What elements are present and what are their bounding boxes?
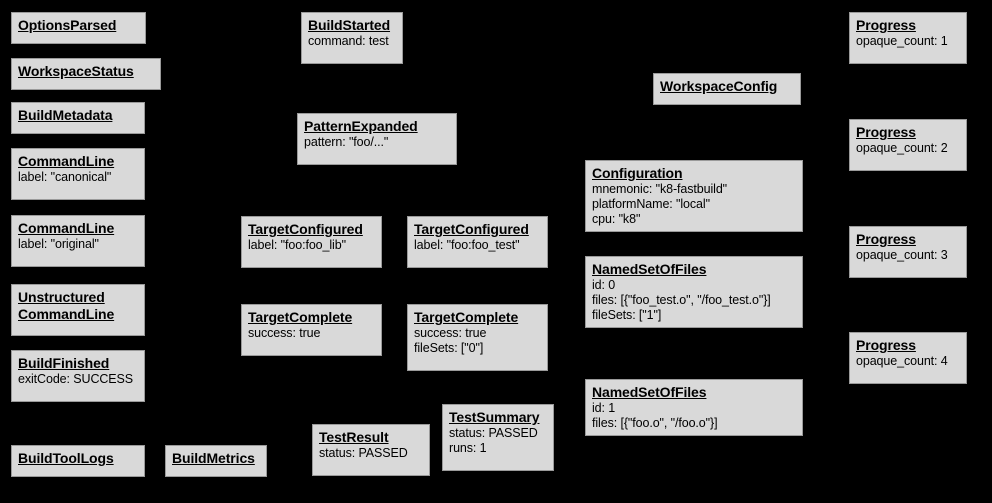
node-field: opaque_count: 4 (856, 354, 948, 368)
node-title: TargetComplete (248, 309, 353, 325)
node-workspace-status[interactable]: WorkspaceStatus (11, 58, 161, 90)
node-workspace-config[interactable]: WorkspaceConfig (653, 73, 801, 105)
node-title: TargetConfigured (414, 221, 529, 237)
node-title: CommandLine (18, 220, 115, 236)
node-field: label: "foo:foo_lib" (248, 238, 346, 252)
node-title: TargetComplete (414, 309, 519, 325)
node-field: success: true (414, 326, 487, 340)
node-field: fileSets: ["0"] (414, 341, 484, 355)
node-field: command: test (308, 34, 389, 48)
node-build-tool-logs[interactable]: BuildToolLogs (11, 445, 145, 477)
node-field: pattern: "foo/..." (304, 135, 389, 149)
node-field: success: true (248, 326, 321, 340)
node-title: Progress (856, 124, 916, 140)
node-field: opaque_count: 1 (856, 34, 948, 48)
node-field: id: 0 (592, 278, 616, 292)
node-title: Progress (856, 17, 916, 33)
node-field: files: [{"foo_test.o", "/foo_test.o"}] (592, 293, 771, 307)
node-title: BuildToolLogs (18, 450, 114, 466)
node-title: WorkspaceConfig (660, 78, 778, 94)
node-title: TestSummary (449, 409, 540, 425)
node-title: BuildFinished (18, 355, 110, 371)
node-field: exitCode: SUCCESS (18, 372, 134, 386)
node-field: label: "foo:foo_test" (414, 238, 520, 252)
node-title: NamedSetOfFiles (592, 261, 707, 277)
node-field: id: 1 (592, 401, 616, 415)
node-title: WorkspaceStatus (18, 63, 134, 79)
node-field: opaque_count: 2 (856, 141, 948, 155)
node-title: Progress (856, 337, 916, 353)
node-title: BuildMetadata (18, 107, 113, 123)
node-field: status: PASSED (319, 446, 408, 460)
node-field: fileSets: ["1"] (592, 308, 662, 322)
node-field: runs: 1 (449, 441, 487, 455)
node-build-metadata[interactable]: BuildMetadata (11, 102, 145, 134)
node-field: mnemonic: "k8-fastbuild" (592, 182, 728, 196)
node-field: opaque_count: 3 (856, 248, 948, 262)
node-field: label: "canonical" (18, 170, 112, 184)
node-field: cpu: "k8" (592, 212, 641, 226)
node-title: BuildMetrics (172, 450, 255, 466)
node-title: BuildStarted (308, 17, 391, 33)
node-title: OptionsParsed (18, 17, 117, 33)
node-title: TestResult (319, 429, 389, 445)
node-field: label: "original" (18, 237, 99, 251)
node-title: Unstructured CommandLine (18, 289, 115, 322)
node-options-parsed[interactable]: OptionsParsed (11, 12, 146, 44)
node-title: NamedSetOfFiles (592, 384, 707, 400)
node-build-metrics[interactable]: BuildMetrics (165, 445, 267, 477)
node-unstructured-command-line[interactable]: Unstructured CommandLine (11, 284, 145, 336)
node-field: platformName: "local" (592, 197, 710, 211)
node-title: CommandLine (18, 153, 115, 169)
node-title: Progress (856, 231, 916, 247)
node-field: files: [{"foo.o", "/foo.o"}] (592, 416, 718, 430)
node-title: PatternExpanded (304, 118, 418, 134)
node-field: status: PASSED (449, 426, 538, 440)
node-title: Configuration (592, 165, 683, 181)
node-title: TargetConfigured (248, 221, 363, 237)
